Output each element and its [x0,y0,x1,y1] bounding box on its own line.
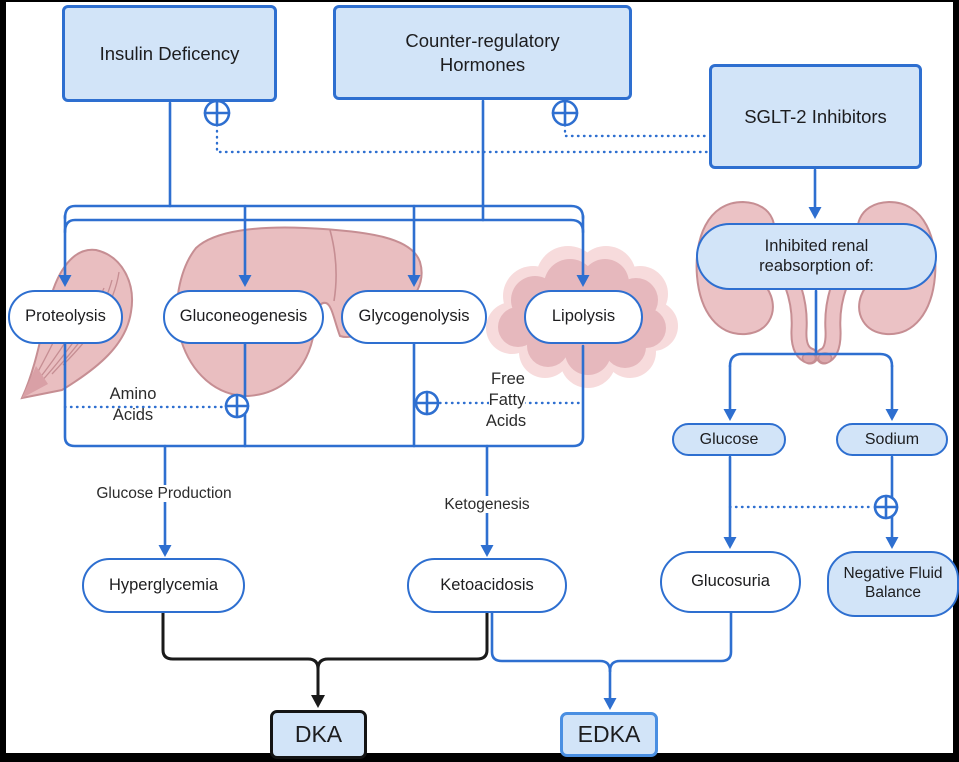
dotted-links [63,123,875,509]
node-hyperglycemia: Hyperglycemia [82,558,245,613]
label-amino-acids: Amino Acids [109,385,157,424]
node-counter-regulatory-hormones: Counter-regulatory Hormones [333,5,632,100]
node-sglt2-inhibitors: SGLT-2 Inhibitors [709,64,922,169]
node-glucosuria: Glucosuria [660,551,801,613]
node-lipolysis: Lipolysis [524,290,643,344]
node-gluconeogenesis: Gluconeogenesis [163,290,324,344]
node-edka: EDKA [560,712,658,757]
blue-connectors [63,99,894,701]
plus-circle-icon [873,494,899,520]
label-ketogenesis: Ketogenesis [442,496,532,513]
plus-circle-icon [414,390,440,416]
node-insulin-deficiency: Insulin Deficency [62,5,277,102]
stimulation-plus-icons [203,99,899,520]
node-proteolysis: Proteolysis [8,290,123,344]
plus-circle-icon [203,99,231,127]
node-sodium: Sodium [836,423,948,456]
black-arrowhead [311,695,325,708]
node-ketoacidosis: Ketoacidosis [407,558,567,613]
node-glucose: Glucose [672,423,786,456]
node-inhibited-renal-reabsorption: Inhibited renal reabsorption of: [696,223,937,290]
node-dka: DKA [270,710,367,759]
node-negative-fluid-balance: Negative Fluid Balance [827,551,959,617]
blue-arrowheads [58,207,899,710]
black-connectors [161,610,489,698]
plus-circle-icon [551,99,579,127]
label-glucose-production: Glucose Production [94,485,234,502]
node-glycogenolysis: Glycogenolysis [341,290,487,344]
label-free-fatty-acids: Free Fatty Acids [485,370,529,430]
plus-circle-icon [224,393,250,419]
